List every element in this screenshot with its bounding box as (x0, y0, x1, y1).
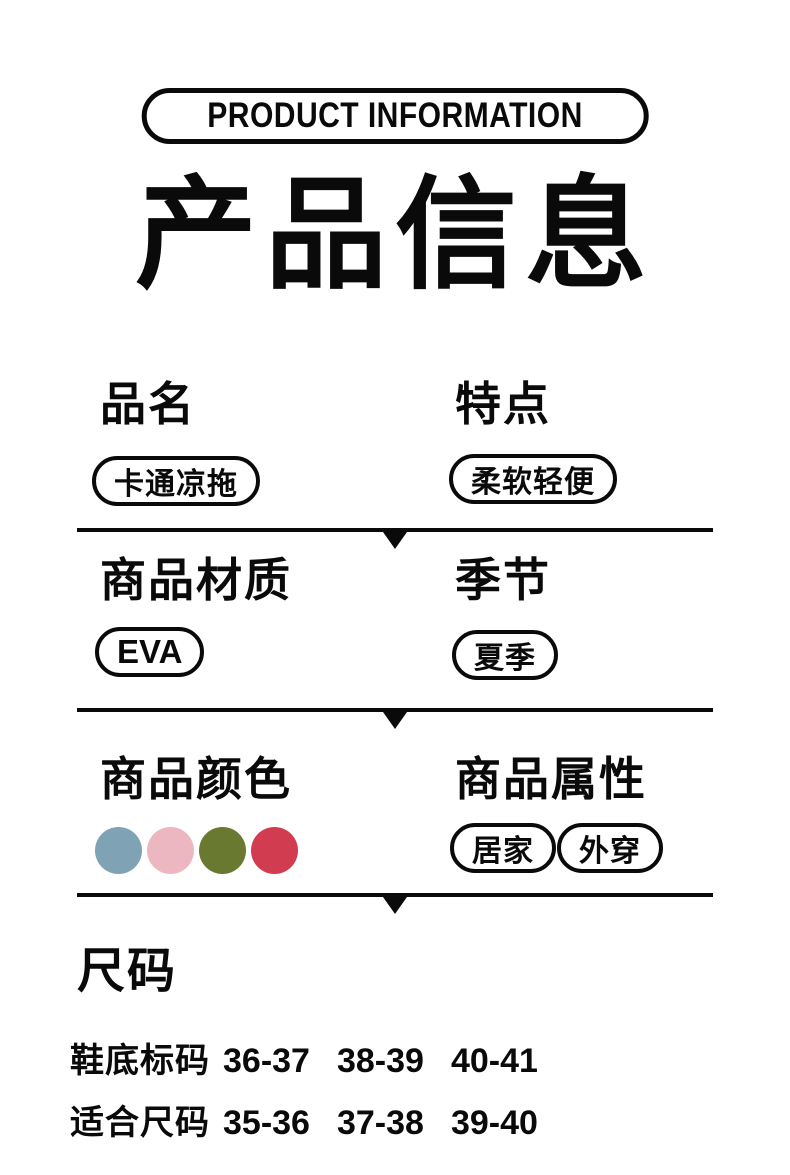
tag-season: 夏季 (452, 630, 558, 680)
down-arrow-icon (383, 532, 407, 549)
size-row-label: 适合尺码 (70, 1104, 210, 1142)
color-swatch-blue (95, 827, 142, 874)
field-label-material: 商品材质 (100, 554, 292, 606)
section-divider-3 (77, 893, 713, 914)
size-row-fit: 适合尺码 35-36 37-38 39-40 (70, 1106, 538, 1140)
tag-features: 柔软轻便 (449, 454, 617, 504)
color-swatch-row (95, 827, 298, 874)
field-label-product-name: 品名 (100, 378, 196, 430)
size-value: 39-40 (450, 1104, 538, 1142)
size-value: 37-38 (336, 1104, 424, 1142)
tag-material: EVA (95, 627, 205, 677)
size-row-sole: 鞋底标码 36-37 38-39 40-41 (70, 1044, 538, 1078)
badge-label: PRODUCT INFORMATION (207, 96, 583, 135)
size-row-label: 鞋底标码 (70, 1042, 210, 1080)
color-swatch-pink (147, 827, 194, 874)
page-title: 产品信息 (135, 167, 655, 303)
size-value: 38-39 (336, 1042, 424, 1080)
size-value: 36-37 (223, 1042, 310, 1080)
section-divider-1 (77, 528, 713, 549)
tag-attribute-home: 居家 (450, 823, 556, 873)
size-section-title: 尺码 (77, 945, 178, 998)
tag-product-name: 卡通凉拖 (92, 456, 260, 506)
section-divider-2 (77, 708, 713, 729)
down-arrow-icon (383, 897, 407, 914)
color-swatch-olive (199, 827, 246, 874)
field-label-colors: 商品颜色 (100, 753, 292, 805)
color-swatch-red (251, 827, 298, 874)
field-label-attributes: 商品属性 (455, 753, 647, 805)
tag-attribute-outdoor: 外穿 (557, 823, 663, 873)
size-value: 35-36 (223, 1104, 310, 1142)
product-information-badge: PRODUCT INFORMATION (141, 88, 649, 144)
field-label-season: 季节 (455, 554, 551, 606)
field-label-features: 特点 (455, 378, 551, 430)
down-arrow-icon (383, 712, 407, 729)
size-value: 40-41 (450, 1042, 538, 1080)
